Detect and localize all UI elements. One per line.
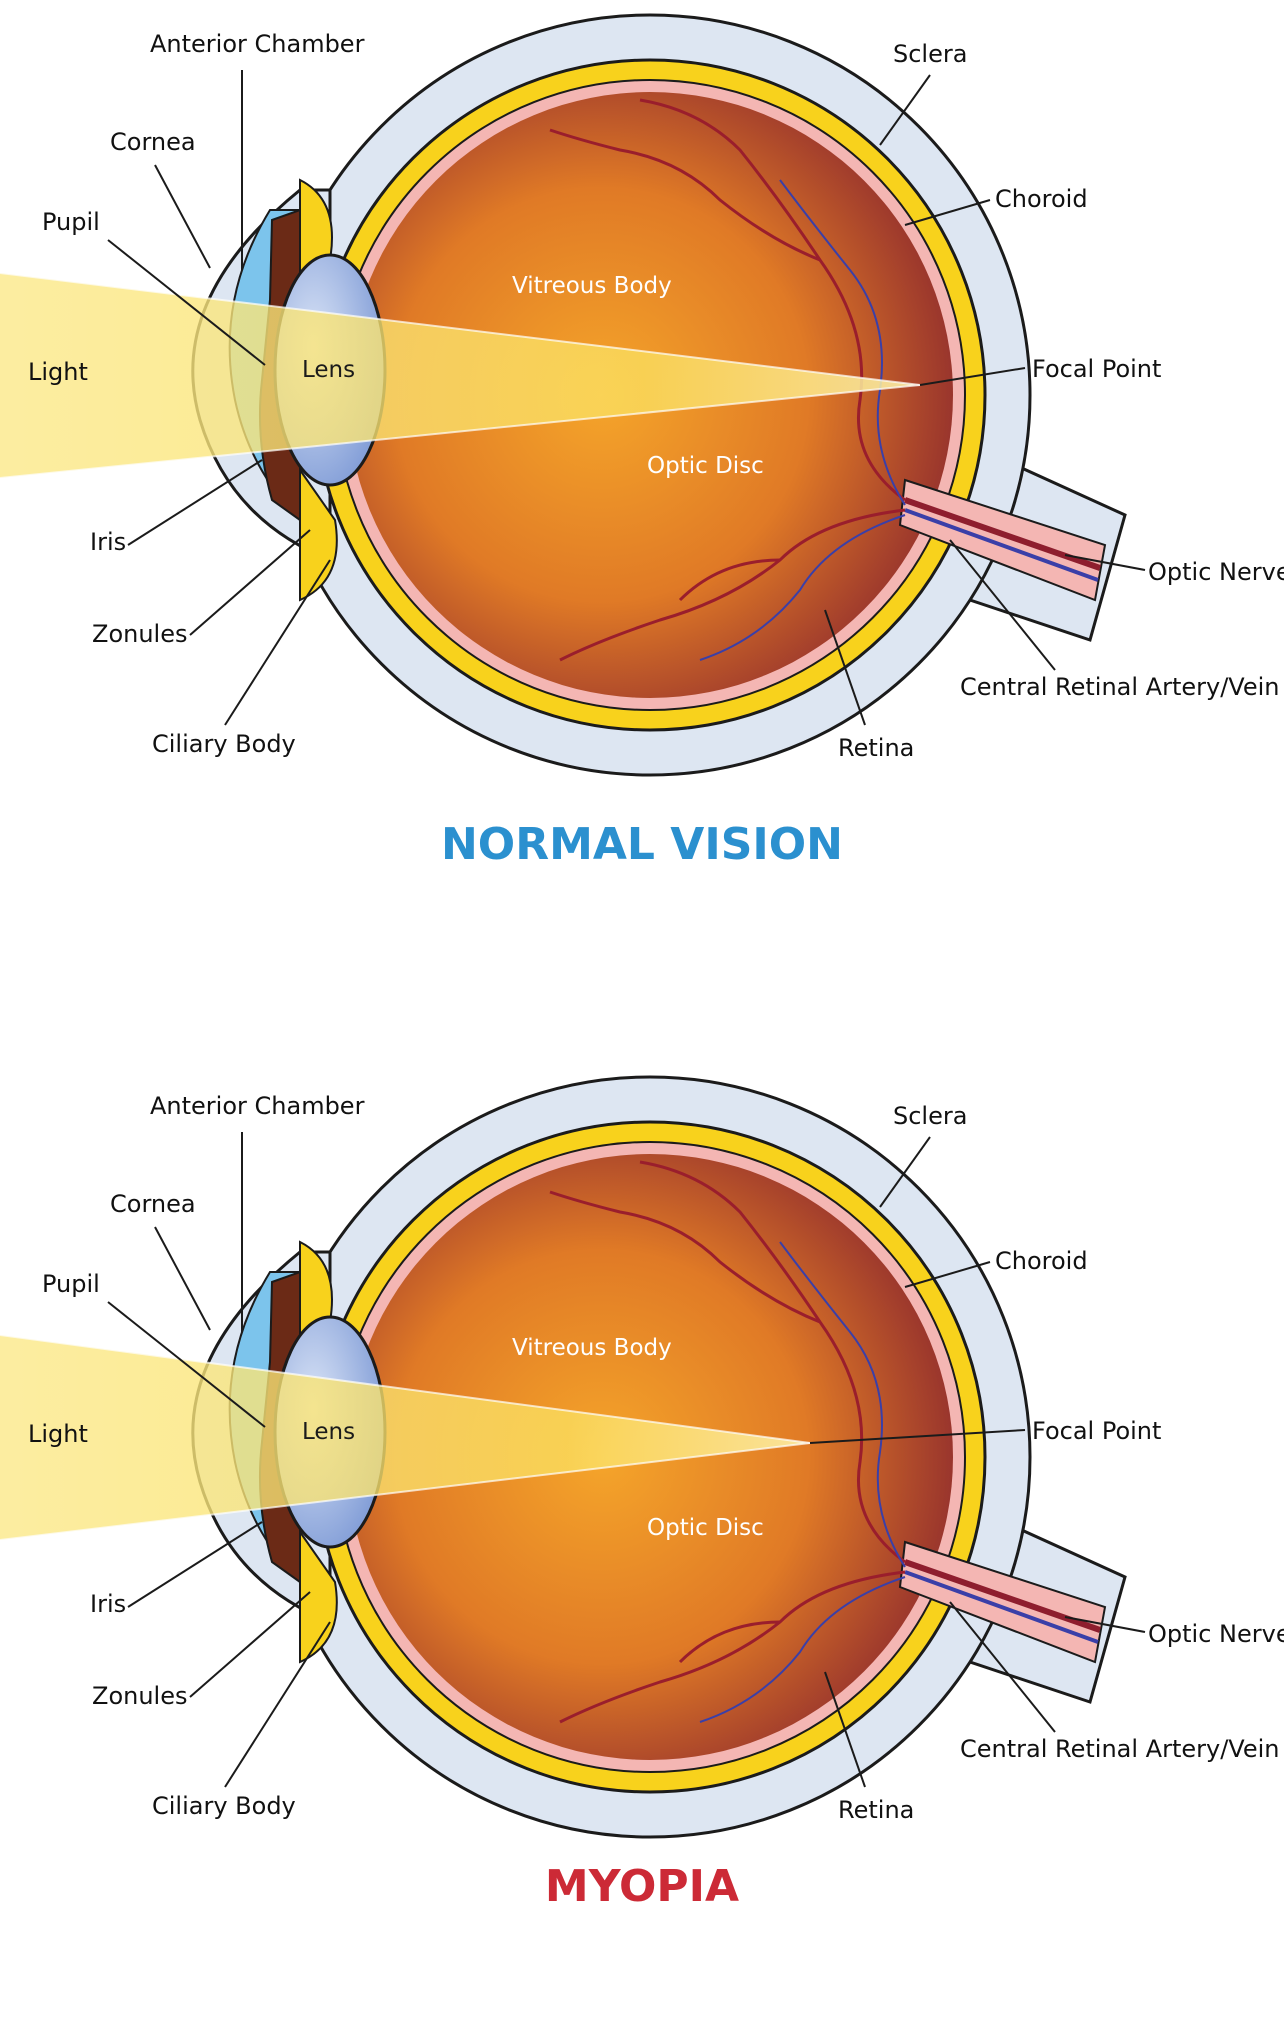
diagram-title: MYOPIA bbox=[544, 1861, 740, 1912]
light-beam bbox=[0, 1335, 810, 1540]
label-focal-point: Focal Point bbox=[1032, 355, 1162, 383]
leader-lines bbox=[107, 70, 1146, 726]
label-iris: Iris bbox=[90, 1590, 127, 1618]
label-optic-nerve: Optic Nerve bbox=[1148, 1620, 1284, 1648]
eye-illustration bbox=[0, 1075, 1146, 1839]
label-zonules: Zonules bbox=[92, 1682, 188, 1710]
label-ciliary-body: Ciliary Body bbox=[152, 730, 296, 758]
label-light: Light bbox=[28, 1420, 88, 1448]
label-optic-disc: Optic Disc bbox=[647, 1515, 764, 1541]
diagram-title: NORMAL VISION bbox=[440, 819, 843, 870]
label-optic-nerve: Optic Nerve bbox=[1148, 558, 1284, 586]
label-lens: Lens bbox=[302, 357, 356, 383]
label-retina: Retina bbox=[838, 1796, 915, 1824]
light-beam bbox=[0, 273, 920, 478]
label-anterior-chamber: Anterior Chamber bbox=[150, 30, 365, 58]
blood-vessels bbox=[549, 98, 906, 662]
myopia-diagram: Anterior Chamber Cornea Pupil Light Lens… bbox=[0, 1062, 1284, 2022]
label-cornea: Cornea bbox=[110, 1190, 196, 1218]
eye-illustration bbox=[0, 13, 1146, 777]
label-central-retinal: Central Retinal Artery/Vein bbox=[960, 673, 1280, 701]
label-zonules: Zonules bbox=[92, 620, 188, 648]
label-lens: Lens bbox=[302, 1419, 356, 1445]
label-cornea: Cornea bbox=[110, 128, 196, 156]
label-sclera: Sclera bbox=[893, 1102, 968, 1130]
label-anterior-chamber: Anterior Chamber bbox=[150, 1092, 365, 1120]
label-pupil: Pupil bbox=[42, 1270, 100, 1298]
label-central-retinal: Central Retinal Artery/Vein bbox=[960, 1735, 1280, 1763]
label-vitreous-body: Vitreous Body bbox=[512, 1335, 672, 1361]
label-vitreous-body: Vitreous Body bbox=[512, 273, 672, 299]
label-choroid: Choroid bbox=[995, 185, 1088, 213]
label-retina: Retina bbox=[838, 734, 915, 762]
label-pupil: Pupil bbox=[42, 208, 100, 236]
label-sclera: Sclera bbox=[893, 40, 968, 68]
blood-vessels bbox=[549, 1160, 906, 1724]
label-choroid: Choroid bbox=[995, 1247, 1088, 1275]
label-iris: Iris bbox=[90, 528, 127, 556]
label-light: Light bbox=[28, 358, 88, 386]
normal-vision-diagram: Anterior Chamber Cornea Pupil Light Lens… bbox=[0, 0, 1284, 960]
leader-lines bbox=[107, 1132, 1146, 1788]
label-focal-point: Focal Point bbox=[1032, 1417, 1162, 1445]
label-optic-disc: Optic Disc bbox=[647, 453, 764, 479]
label-ciliary-body: Ciliary Body bbox=[152, 1792, 296, 1820]
